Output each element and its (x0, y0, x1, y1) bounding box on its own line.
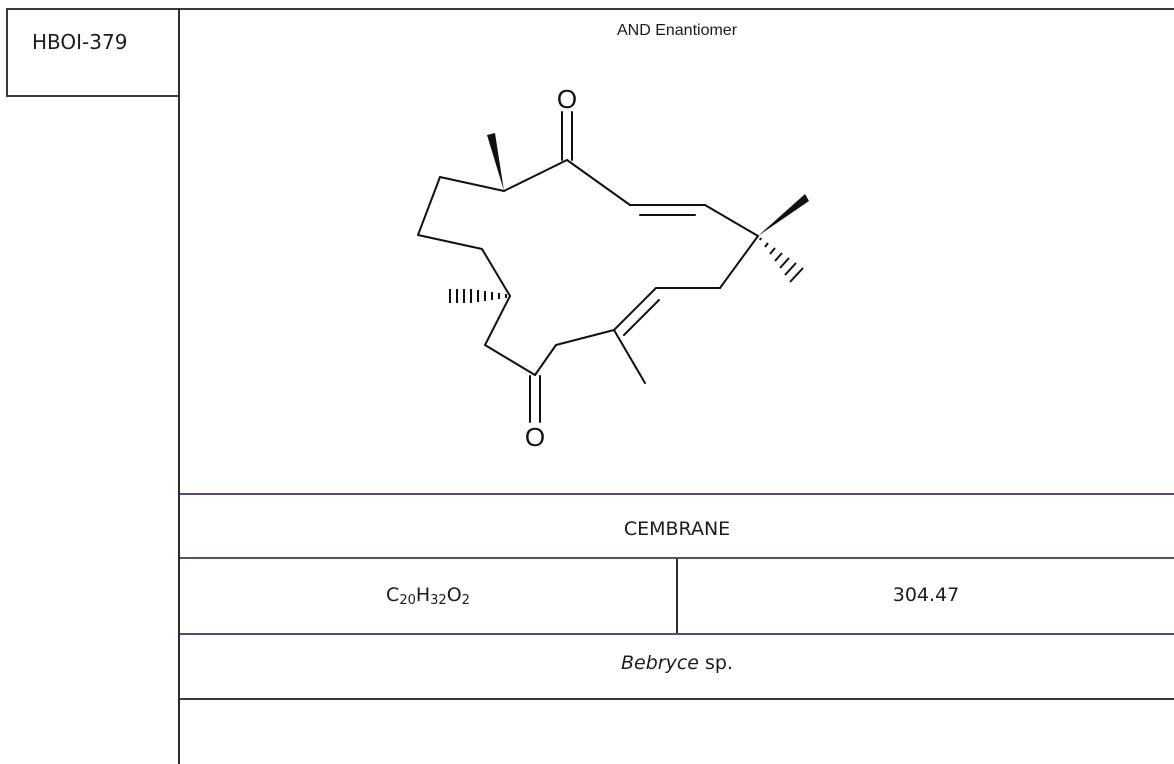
compound-class-name: CEMBRANE (623, 518, 731, 540)
compound-id: HBOI-379 (32, 30, 128, 54)
table-top-border (178, 8, 1174, 10)
ring-bond (534, 344, 557, 376)
compound-id-box: HBOI-379 (6, 8, 178, 97)
ring-bond (484, 344, 536, 376)
ring-bond-double-inner (623, 299, 660, 336)
table-row-divider (180, 698, 1174, 700)
molecular-weight: 304.47 (892, 584, 960, 606)
ring-bond-double-outer (613, 287, 657, 331)
ring-bond (503, 159, 568, 192)
hashed-bond (789, 267, 804, 283)
hashed-bond (759, 237, 762, 241)
ring-bond (704, 204, 759, 237)
table-column-divider (676, 559, 678, 634)
ring-bond (481, 248, 511, 297)
ring-bond (439, 176, 505, 192)
formula-o: O (446, 584, 462, 606)
hashed-bond (774, 252, 783, 262)
hashed-bond (784, 262, 797, 276)
table-left-border (178, 8, 180, 764)
oxygen-atom-label: O (525, 422, 545, 452)
structure-title: AND Enantiomer (616, 22, 738, 39)
source-suffix: sp. (698, 652, 734, 674)
ring-bond (417, 176, 441, 236)
formula-c: C (386, 584, 400, 606)
formula-h-count: 32 (430, 593, 447, 608)
source-genus: Bebryce (620, 652, 699, 674)
table-row-divider (180, 633, 1174, 635)
ring-bond (484, 295, 511, 346)
table-row-divider (180, 557, 1174, 559)
hashed-bond (779, 257, 790, 269)
ring-bond (555, 329, 615, 346)
table-row-divider (180, 493, 1174, 495)
hashed-bond (769, 247, 776, 255)
wedge-bond (487, 133, 504, 191)
formula-c-count: 20 (399, 593, 416, 608)
hashed-bond (764, 242, 769, 248)
ring-bond (417, 234, 483, 250)
ring-bond (719, 235, 759, 289)
ring-bond (566, 159, 631, 206)
formula-h: H (415, 584, 431, 606)
source-organism: Bebryce sp. (180, 652, 1174, 674)
wedge-bond (758, 194, 809, 236)
molecular-formula: C20H32O2 (180, 584, 676, 608)
formula-o-count: 2 (461, 593, 470, 608)
oxygen-atom-label: O (557, 84, 577, 114)
methyl-bond (613, 329, 646, 384)
chemical-structure-diagram: O O (417, 84, 809, 452)
